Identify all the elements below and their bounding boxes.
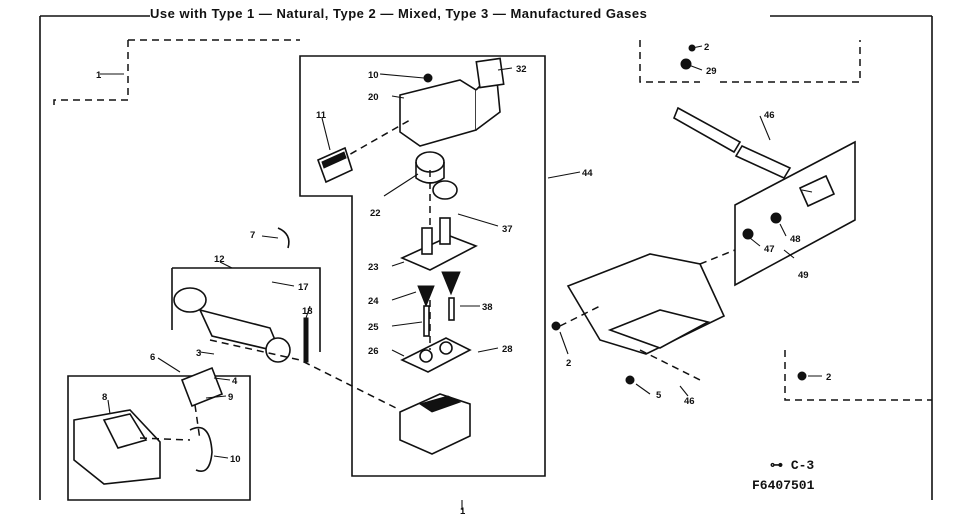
plate-part <box>475 57 505 89</box>
knob-part <box>798 174 836 208</box>
lower-left-box <box>67 375 251 501</box>
callout-46-right: 46 <box>764 110 775 121</box>
figure-code: ⊶ C-3 <box>770 458 814 473</box>
cylinder-part <box>415 151 445 173</box>
callout-23: 23 <box>368 262 379 273</box>
screw-head <box>423 73 433 83</box>
lower-plate-hole-2 <box>439 341 453 355</box>
callout-5: 5 <box>656 390 662 401</box>
callout-22: 22 <box>370 208 381 219</box>
callout-11: 11 <box>316 110 327 121</box>
diagram-title: Use with Type 1 — Natural, Type 2 — Mixe… <box>150 6 648 21</box>
tube-part <box>734 144 792 180</box>
spring-clip <box>277 227 290 249</box>
assembly-lines-left <box>139 404 201 441</box>
callout-18: 18 <box>302 306 313 317</box>
callout-48: 48 <box>790 234 801 245</box>
hose-clip <box>189 426 213 472</box>
burner-nozzle <box>265 337 291 363</box>
figure-code-arrow-icon: ⊶ <box>770 458 791 473</box>
valve-body <box>399 393 471 455</box>
pin-right <box>448 297 455 321</box>
central-assembly-frame <box>299 55 546 477</box>
right-bracket-box <box>734 140 856 287</box>
post-right <box>439 217 451 245</box>
burner-tip <box>173 287 207 313</box>
callout-46-bottom: 46 <box>684 396 695 407</box>
upper-plate <box>400 235 478 271</box>
callout-38: 38 <box>482 302 493 313</box>
mount-bracket <box>180 366 224 408</box>
callout-4: 4 <box>232 376 238 387</box>
callout-25: 25 <box>368 322 379 333</box>
callout-49: 49 <box>798 270 809 281</box>
callout-2-top: 2 <box>704 42 709 53</box>
callout-1-bottom: 1 <box>460 506 466 516</box>
callout-1-top: 1 <box>96 70 102 81</box>
mounting-plate-face <box>607 309 711 349</box>
callout-2-right: 2 <box>826 372 831 383</box>
callout-17: 17 <box>298 282 309 293</box>
washer-48 <box>770 212 782 224</box>
callout-29: 29 <box>706 66 717 77</box>
callout-47: 47 <box>764 244 775 255</box>
rod-part <box>672 106 742 154</box>
screw-29 <box>680 58 692 70</box>
callout-20: 20 <box>368 92 379 103</box>
callout-12: 12 <box>214 254 225 265</box>
fitting-part <box>432 180 458 200</box>
assembly-outline-top <box>53 39 700 110</box>
part-number: F6407501 <box>752 478 815 493</box>
leader-lines <box>100 45 822 510</box>
assembly-lines <box>209 119 736 411</box>
callout-6: 6 <box>150 352 155 363</box>
cone-left <box>417 285 435 308</box>
callout-8: 8 <box>102 392 107 403</box>
lower-plate-hole <box>419 349 433 363</box>
callout-44: 44 <box>582 168 593 179</box>
clip-detail <box>321 151 347 169</box>
callout-9: 9 <box>228 392 233 403</box>
callout-28: 28 <box>502 344 513 355</box>
valve-body-top <box>418 395 462 413</box>
screw-18 <box>303 317 309 363</box>
callout-10-top: 10 <box>368 70 379 81</box>
washer-47 <box>742 228 754 240</box>
screw-2-left <box>551 321 561 331</box>
callout-26: 26 <box>368 346 379 357</box>
cone-right <box>441 271 461 296</box>
callout-7: 7 <box>250 230 255 241</box>
callout-32: 32 <box>516 64 527 75</box>
callout-10: 10 <box>230 454 241 465</box>
screw-5 <box>625 375 635 385</box>
figure-code-text: C-3 <box>790 458 815 473</box>
assembly-outline-right <box>720 40 932 401</box>
pin-left <box>423 305 430 337</box>
callout-37: 37 <box>502 224 513 235</box>
screw-2-right <box>797 371 807 381</box>
lower-plate <box>400 337 472 373</box>
callout-3: 3 <box>196 348 201 359</box>
upper-left-box <box>171 267 321 352</box>
callout-24: 24 <box>368 296 379 307</box>
manifold-top <box>102 413 148 449</box>
bracket-part <box>399 79 477 147</box>
callout-2-mid: 2 <box>566 358 571 369</box>
post-left <box>421 227 433 255</box>
